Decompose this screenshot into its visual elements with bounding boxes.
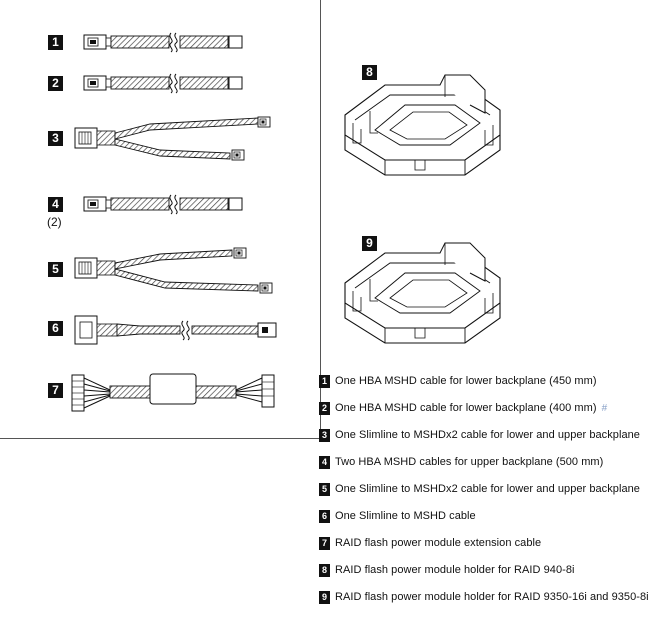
legend-number-7: 7 <box>319 536 330 550</box>
legend-text-3: One Slimline to MSHDx2 cable for lower a… <box>335 429 640 441</box>
legend-text-6: One Slimline to MSHD cable <box>335 510 476 522</box>
legend-number-3: 3 <box>319 428 330 442</box>
legend-text-8: RAID flash power module holder for RAID … <box>335 564 575 576</box>
legend-text-2: One HBA MSHD cable for lower backplane (… <box>335 402 597 414</box>
quantity-note: (2) <box>47 215 62 229</box>
cable-6-drawing <box>74 315 277 345</box>
callout-9: 9 <box>362 236 377 251</box>
legend-text-1: One HBA MSHD cable for lower backplane (… <box>335 375 597 387</box>
callout-3: 3 <box>48 131 63 146</box>
callout-1: 1 <box>48 35 63 50</box>
callout-8: 8 <box>362 65 377 80</box>
legend-item-6: 6 One Slimline to MSHD cable <box>319 508 476 524</box>
legend-item-1: 1 One HBA MSHD cable for lower backplane… <box>319 373 597 389</box>
holder-8-drawing <box>344 74 501 176</box>
legend-number-9: 9 <box>319 590 330 604</box>
cable-5-drawing <box>74 247 273 294</box>
cable-3-drawing <box>74 116 271 161</box>
legend-text-5: One Slimline to MSHDx2 cable for lower a… <box>335 483 640 495</box>
anchor-mark: # <box>601 402 608 414</box>
callout-7: 7 <box>48 383 63 398</box>
legend-text-9: RAID flash power module holder for RAID … <box>335 591 649 603</box>
cable-panel-frame <box>0 0 321 439</box>
holder-9-drawing <box>344 242 501 344</box>
cable-2-drawing <box>83 73 243 94</box>
cable-4-drawing <box>83 194 243 215</box>
legend-item-5: 5 One Slimline to MSHDx2 cable for lower… <box>319 481 640 497</box>
cable-1-drawing <box>83 32 243 53</box>
legend-item-4: 4 Two HBA MSHD cables for upper backplan… <box>319 454 603 470</box>
legend-number-6: 6 <box>319 509 330 523</box>
legend-item-9: 9 RAID flash power module holder for RAI… <box>319 589 649 605</box>
legend-item-8: 8 RAID flash power module holder for RAI… <box>319 562 575 578</box>
legend-text-7: RAID flash power module extension cable <box>335 537 542 549</box>
legend-number-2: 2 <box>319 401 330 415</box>
legend-number-8: 8 <box>319 563 330 577</box>
cable-7-drawing <box>71 373 275 412</box>
legend-item-3: 3 One Slimline to MSHDx2 cable for lower… <box>319 427 640 443</box>
legend-number-5: 5 <box>319 482 330 496</box>
callout-2: 2 <box>48 76 63 91</box>
legend-number-4: 4 <box>319 455 330 469</box>
callout-6: 6 <box>48 321 63 336</box>
legend-item-7: 7 RAID flash power module extension cabl… <box>319 535 541 551</box>
legend-number-1: 1 <box>319 374 330 388</box>
legend-item-2: 2 One HBA MSHD cable for lower backplane… <box>319 400 607 416</box>
callout-5: 5 <box>48 262 63 277</box>
callout-4: 4 <box>48 197 63 212</box>
legend-text-4: Two HBA MSHD cables for upper backplane … <box>335 456 604 468</box>
